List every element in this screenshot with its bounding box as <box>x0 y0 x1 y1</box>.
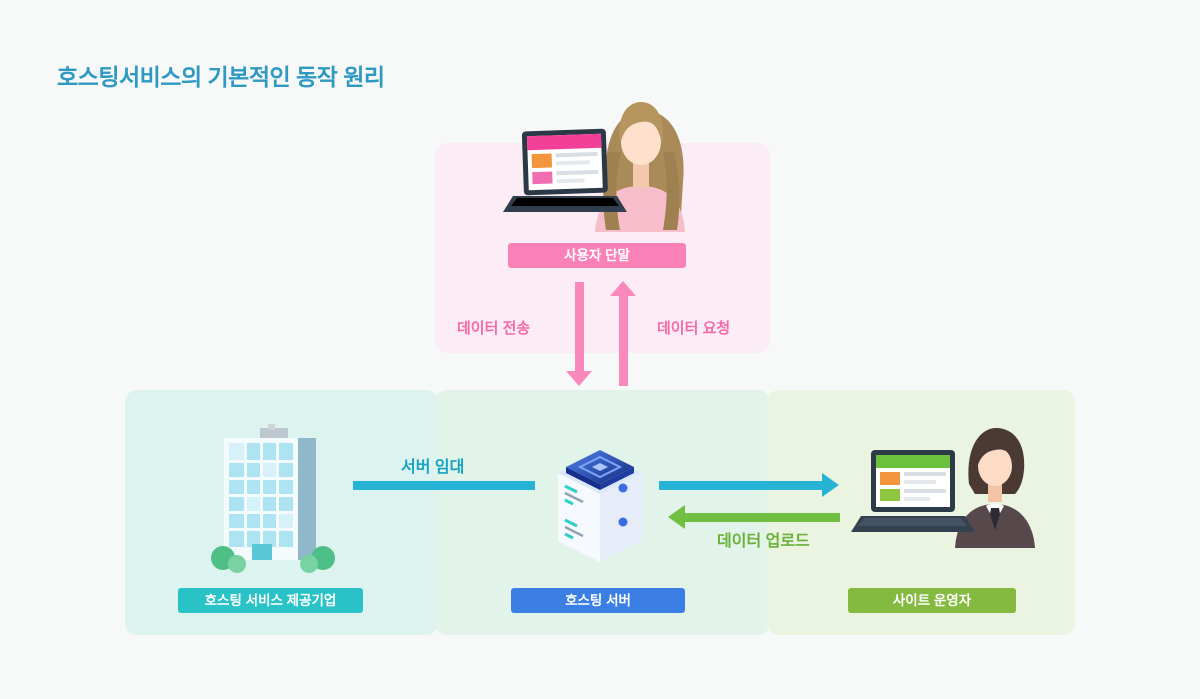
page-title: 호스팅서비스의 기본적인 동작 원리 <box>57 64 385 90</box>
data-request-arrow <box>619 295 628 386</box>
user-terminal-badge: 사용자 단말 <box>508 243 686 268</box>
data-upload-label: 데이터 업로드 <box>717 533 810 550</box>
server-lease-label: 서버 임대 <box>401 459 465 476</box>
data-request-label: 데이터 요청 <box>657 320 731 337</box>
data-upload-arrow <box>684 513 840 522</box>
server-lease-arrow-left-segment <box>353 481 535 490</box>
data-send-label: 데이터 전송 <box>457 320 531 337</box>
server-lease-arrowhead-icon <box>822 473 839 497</box>
data-send-arrow <box>575 282 584 372</box>
site-operator-badge: 사이트 운영자 <box>848 588 1016 613</box>
data-send-arrowhead-icon <box>566 371 592 386</box>
data-request-arrowhead-icon <box>610 281 636 296</box>
woman-with-laptop-icon <box>503 96 695 232</box>
server-lease-arrow-right-segment <box>659 481 823 490</box>
hosting-provider-badge: 호스팅 서비스 제공기업 <box>178 588 363 613</box>
hosting-server-badge: 호스팅 서버 <box>511 588 685 613</box>
man-with-laptop-icon <box>843 420 1035 548</box>
server-stack-icon <box>535 410 665 568</box>
data-upload-arrowhead-icon <box>668 505 685 529</box>
office-building-icon <box>210 424 336 574</box>
